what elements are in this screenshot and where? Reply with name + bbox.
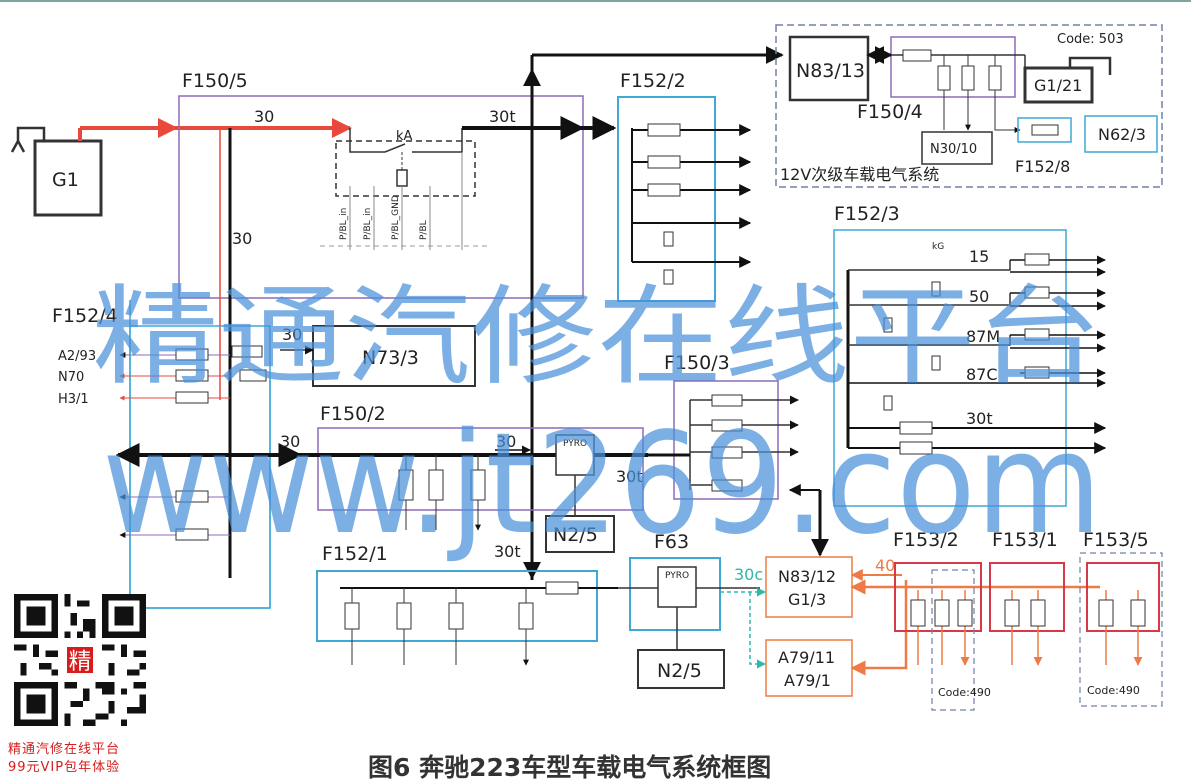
label-code-490-a: Code:490 — [938, 686, 991, 699]
svg-text:P/BL_in: P/BL_in — [339, 208, 349, 240]
label-a79-1: A79/1 — [784, 671, 831, 690]
g1-21-box — [1023, 66, 1094, 104]
electrical-system-diagram: G1 F150/5 30 30t P/BL_in P/BL_in P/BL_GN… — [10, 24, 1163, 711]
promo-text-2[interactable]: 99元VIP包年体验 — [8, 760, 121, 775]
label-g1: G1 — [52, 169, 79, 191]
watermark-line2: www.jt269.com — [102, 403, 1102, 566]
label-n83-12: N83/12 — [778, 567, 836, 586]
label-n70: N70 — [58, 370, 84, 385]
label-g1-3: G1/3 — [788, 590, 826, 609]
f150-3-fuses — [648, 394, 829, 557]
label-n73-3: N73/3 — [362, 347, 419, 369]
f153-5-block — [1079, 552, 1163, 707]
svg-text:P/BL_in: P/BL_in — [363, 208, 373, 240]
f152-8-fuse — [1031, 124, 1059, 136]
watermark-line1: 精通汽修在线平台 — [92, 275, 1102, 400]
svg-text:P/BL_GND: P/BL_GND — [391, 195, 401, 240]
label-30-a: 30 — [280, 432, 300, 451]
label-30-n73: 30 — [282, 325, 302, 344]
label-f152-2: F152/2 — [620, 70, 686, 92]
label-f152-3: F152/3 — [834, 203, 900, 225]
label-n83-13: N83/13 — [796, 60, 865, 82]
label-40: 40 — [875, 556, 895, 575]
f150-3-box — [673, 380, 779, 500]
f150-5-box — [178, 95, 584, 299]
label-n62-3: N62/3 — [1098, 125, 1146, 144]
label-f152-1: F152/1 — [322, 543, 388, 565]
label-a2-93: A2/93 — [58, 349, 96, 364]
svg-text:P/BL: P/BL — [419, 220, 429, 240]
f150-4-fuses — [866, 36, 1112, 130]
n73-3-box — [312, 325, 476, 387]
label-30-top: 30 — [254, 107, 274, 126]
f63-pyro-fuse — [618, 566, 760, 650]
label-g1-21: G1/21 — [1034, 76, 1082, 95]
promo-text-1[interactable]: 精通汽修在线平台 — [8, 742, 121, 757]
label-t87c: 87C — [966, 365, 998, 384]
f152-2-box — [617, 96, 716, 302]
n62-3-box — [1084, 115, 1158, 153]
figure-caption: 图6 奔驰223车型车载电气系统框图 — [368, 753, 772, 782]
top-border — [0, 0, 1191, 2]
n83-13-box — [788, 35, 870, 102]
qr-code-icon[interactable]: 精 — [14, 594, 146, 726]
label-ka: kA — [396, 129, 413, 144]
label-secondary-system: 12V次级车载电气系统 — [780, 165, 939, 184]
label-30c: 30c — [734, 565, 763, 584]
label-kg: kG — [932, 242, 944, 252]
line-40 — [850, 569, 1100, 676]
label-t15: 15 — [969, 247, 989, 266]
f63-box — [629, 557, 721, 631]
qr-center-label: 精 — [69, 649, 92, 675]
label-h3-1: H3/1 — [58, 392, 89, 407]
f152-1-box — [316, 570, 598, 642]
label-f63: F63 — [654, 531, 689, 553]
n2-5-box-b — [637, 649, 725, 689]
label-f152-4: F152/4 — [52, 305, 118, 327]
label-f153-2: F153/2 — [893, 529, 959, 551]
f152-4-box — [129, 325, 271, 609]
f150-2-box — [317, 427, 644, 511]
label-f152-8: F152/8 — [1015, 157, 1070, 176]
label-n30-10: N30/10 — [930, 142, 977, 157]
f152-8-box — [1017, 117, 1072, 143]
label-30t-top: 30t — [489, 107, 516, 126]
f153-2-block — [894, 562, 982, 711]
label-30t-f: 30t — [494, 542, 521, 561]
f152-2-fuses — [631, 123, 752, 285]
label-code-490-b: Code:490 — [1087, 684, 1140, 697]
label-t30t-r: 30t — [966, 409, 993, 428]
f152-4-fuses — [119, 345, 267, 541]
line-30c — [720, 587, 766, 669]
label-f150-4: F150/4 — [857, 101, 923, 123]
f152-3-box — [833, 229, 1067, 507]
label-f150-3: F150/3 — [664, 352, 730, 374]
label-30t-c: 30t — [616, 467, 643, 486]
label-f153-5: F153/5 — [1083, 529, 1149, 551]
label-30-b: 30 — [496, 432, 516, 451]
label-f153-1: F153/1 — [992, 529, 1058, 551]
secondary-system-box — [775, 24, 1163, 188]
battery-g1 — [10, 126, 103, 217]
label-code-503: Code: 503 — [1057, 32, 1124, 47]
f153-1-block — [989, 562, 1065, 665]
label-a79-11: A79/11 — [778, 648, 835, 667]
n30-10-box — [921, 131, 993, 165]
label-n2-5-b: N2/5 — [657, 660, 702, 682]
relay-ka: P/BL_in P/BL_in P/BL_GND P/BL — [320, 128, 490, 250]
label-n2-5-a: N2/5 — [553, 524, 598, 546]
label-t87m: 87M — [966, 327, 1000, 346]
f152-1-fuses — [340, 581, 618, 665]
label-t50: 50 — [969, 287, 989, 306]
bus-30-horizontal — [115, 434, 648, 530]
f152-3-fuses — [846, 253, 1107, 455]
label-f150-2: F150/2 — [320, 403, 386, 425]
n83-12-box — [765, 556, 853, 618]
label-pyro2: PYRO — [665, 571, 689, 581]
label-pyro: PYRO — [563, 439, 587, 449]
label-30-left: 30 — [232, 229, 252, 248]
bus-30t — [462, 46, 784, 580]
n2-5-box-a — [545, 515, 615, 553]
label-f150-5: F150/5 — [182, 70, 248, 92]
